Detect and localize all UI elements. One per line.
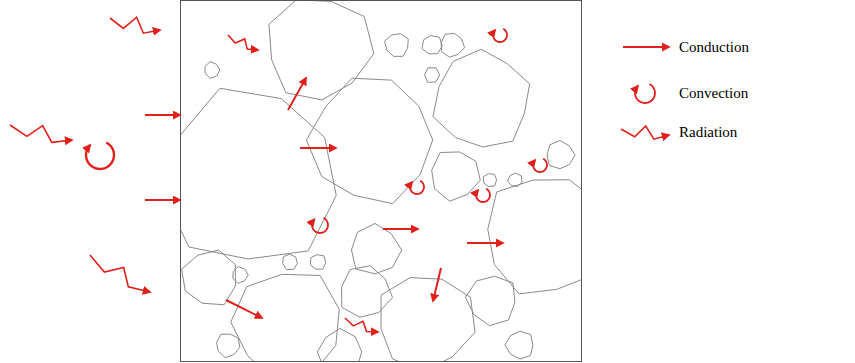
aggregate-outline: [283, 254, 297, 270]
radiation-arrow: [90, 255, 150, 292]
aggregate-outline: [310, 255, 325, 270]
aggregate-outline: [425, 68, 440, 83]
aggregate-outline: [269, 0, 374, 100]
radiation-arrow: [345, 318, 378, 332]
conduction-arrow: [383, 228, 418, 230]
aggregate-outline: [547, 140, 575, 168]
legend-sample: [617, 32, 673, 62]
radiation-arrow: [10, 125, 72, 142]
radiation-arrow: [621, 126, 669, 139]
legend-label: Conduction: [679, 39, 749, 56]
aggregate-outline: [182, 250, 236, 305]
aggregate-outline: [341, 266, 392, 317]
legend-label: Convection: [679, 85, 748, 102]
legend-entry: Convection: [617, 78, 748, 108]
heat-symbols: [10, 17, 547, 332]
radiation-arrow: [228, 35, 258, 50]
convection-curl: [410, 181, 424, 194]
conduction-arrow: [145, 199, 180, 201]
convection-curl: [86, 143, 114, 169]
aggregate-outline: [432, 152, 481, 201]
convection-curl: [476, 189, 490, 202]
legend-entry: Radiation: [617, 117, 737, 147]
conduction-arrow: [300, 147, 336, 149]
legend-entry: Conduction: [617, 32, 749, 62]
aggregate-outline: [231, 274, 339, 362]
aggregate-outline: [381, 278, 475, 362]
convection-curl: [493, 29, 507, 42]
aggregate-outline: [505, 331, 533, 359]
legend-sample: [617, 117, 673, 147]
conduction-arrow: [433, 268, 441, 301]
conduction-arrow: [145, 114, 180, 116]
aggregate-outline: [465, 276, 515, 325]
convection-curl: [533, 159, 547, 172]
convection-curl: [635, 84, 655, 103]
conduction-arrow: [467, 242, 503, 244]
conduction-arrow: [288, 78, 306, 110]
aggregate-outline: [216, 334, 239, 358]
aggregate-outline: [483, 174, 496, 187]
specimen-frame: [181, 1, 582, 362]
aggregate-polygons: [180, 0, 582, 362]
conduction-arrow: [226, 300, 262, 318]
aggregate-outline: [488, 180, 582, 294]
legend-label: Radiation: [679, 124, 737, 141]
aggregate-outline: [180, 88, 336, 259]
aggregate-outline: [422, 36, 442, 54]
aggregate-outline: [205, 62, 220, 79]
aggregate-outline: [508, 173, 523, 186]
aggregate-outline: [317, 328, 361, 362]
aggregate-outline: [441, 33, 464, 57]
legend-sample: [617, 78, 673, 108]
aggregate-outline: [233, 267, 249, 284]
aggregate-outline: [306, 78, 432, 203]
aggregate-outline: [385, 34, 409, 57]
aggregate-outline: [351, 223, 401, 273]
aggregate-outline: [433, 49, 530, 147]
convection-curl: [312, 218, 328, 233]
radiation-arrow: [110, 17, 160, 33]
conduction-arrow: [623, 46, 669, 48]
